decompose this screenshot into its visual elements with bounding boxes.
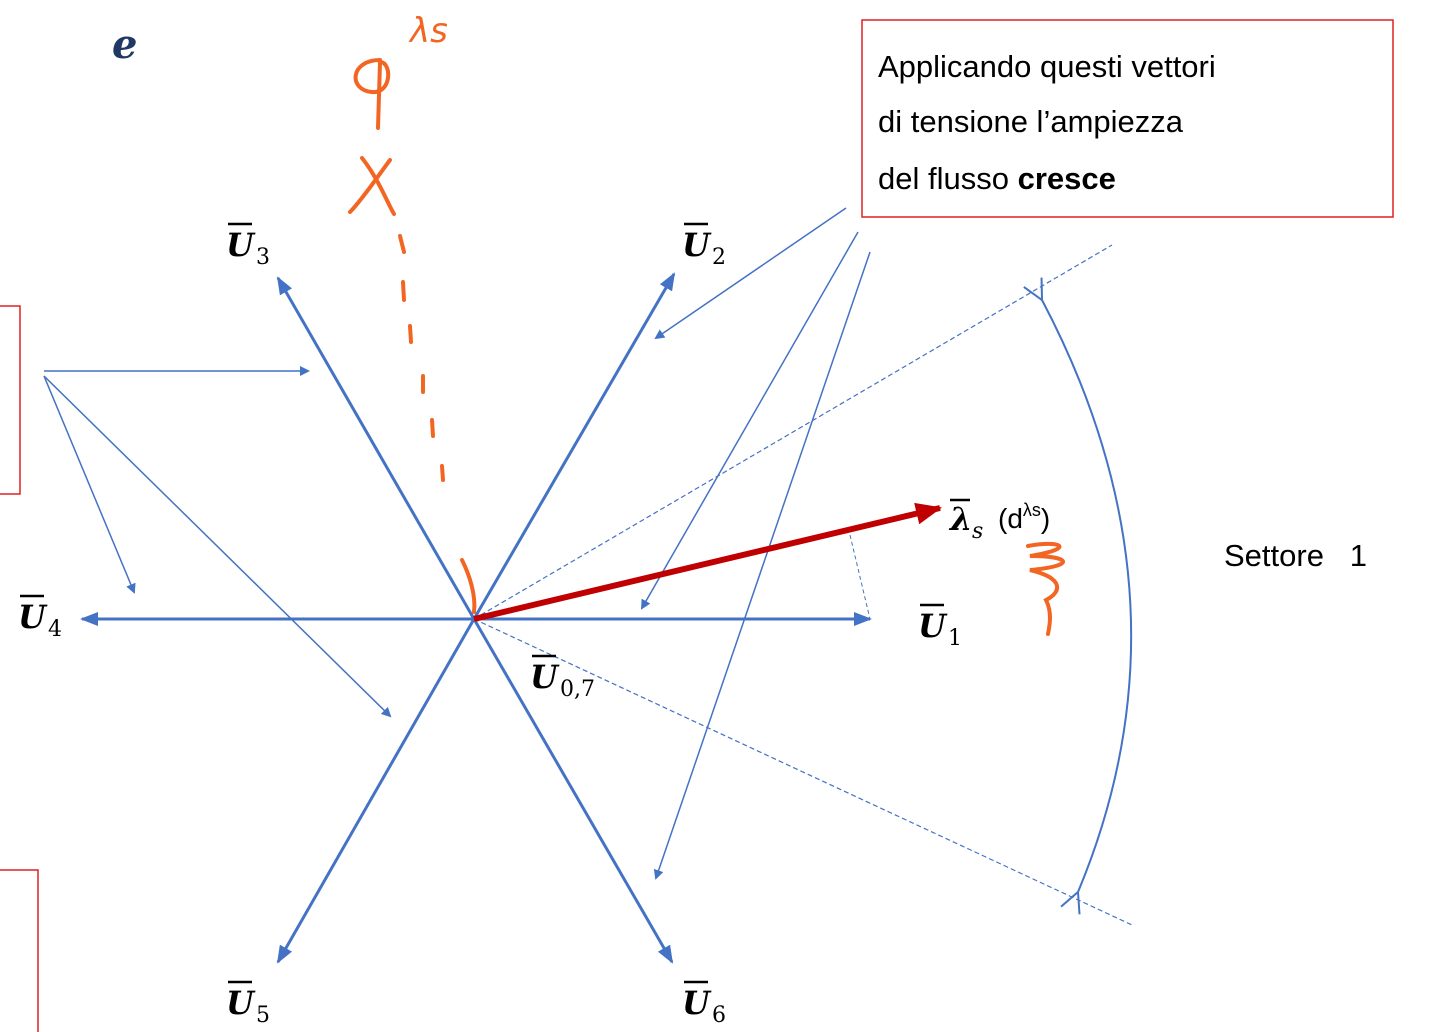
callout-line-3: del flusso cresce (878, 161, 1116, 196)
sector-boundary-lower (473, 618, 1133, 926)
pointer-left-u5 (43, 375, 392, 718)
header-partial: e (112, 21, 137, 68)
label-u1: U 1 (918, 603, 962, 651)
callout-line-1: Applicando questi vettori (878, 49, 1216, 84)
pointer-u6 (653, 251, 871, 880)
label-u07-main: U (530, 658, 560, 696)
vector-u6 (472, 618, 674, 964)
label-u3: U 3 (226, 222, 270, 270)
label-u5-sub: 5 (256, 1003, 270, 1028)
handwritten-tail (460, 558, 477, 614)
label-flux-note-prefix: (d (998, 503, 1023, 534)
label-u6: U 6 (682, 980, 726, 1028)
label-u4: U 4 (18, 594, 62, 642)
handwritten-q-stroke (353, 58, 391, 130)
handwritten-annotation (348, 58, 1065, 636)
label-flux-symbol: λ (948, 500, 972, 538)
label-u07: U 0,7 (530, 654, 595, 702)
label-flux-note: (dλs) (998, 500, 1050, 534)
label-u07-sub: 0,7 (560, 677, 595, 702)
left-box-bottom (0, 869, 39, 1032)
callout-line-2: di tensione l’ampiezza (878, 104, 1184, 139)
label-u1-sub: 1 (948, 626, 962, 651)
callout-box (861, 19, 1394, 218)
callout-line-3-prefix: del flusso (878, 161, 1018, 196)
label-flux-note-sup: λs (1023, 500, 1041, 520)
label-u3-main: U (226, 226, 256, 264)
sector-label: Settore 1 (1224, 538, 1367, 573)
label-flux: λ s (dλs) (948, 498, 1050, 544)
label-u4-main: U (18, 598, 48, 636)
label-u5: U 5 (226, 980, 270, 1028)
pointer-u1 (641, 231, 859, 610)
sector-arc (1042, 300, 1133, 892)
handwritten-x-stroke (348, 156, 396, 216)
handwritten-scribble (1026, 541, 1065, 636)
left-box-top (0, 305, 21, 495)
label-u6-main: U (682, 984, 712, 1022)
label-flux-sub: s (972, 519, 983, 544)
label-flux-note-suffix: ) (1041, 503, 1050, 534)
handwritten-lambda-text: λs (408, 11, 448, 51)
vector-u3 (276, 276, 476, 620)
pointer-u2 (654, 207, 847, 340)
label-u6-sub: 6 (712, 1003, 726, 1028)
label-u2-main: U (682, 226, 712, 264)
pointer-left-u4 (43, 375, 136, 594)
label-u4-sub: 4 (48, 617, 62, 642)
callout-bold-word: cresce (1018, 161, 1116, 196)
label-u3-sub: 3 (256, 245, 270, 270)
flux-vector (473, 502, 942, 622)
label-u1-main: U (918, 607, 948, 645)
vector-u5 (276, 618, 476, 964)
sector-boundary-upper (473, 244, 1113, 620)
label-u5-main: U (226, 984, 256, 1022)
label-u2: U 2 (682, 222, 726, 270)
label-u2-sub: 2 (712, 245, 726, 270)
vector-u2 (472, 272, 676, 620)
projection-line (849, 534, 871, 620)
